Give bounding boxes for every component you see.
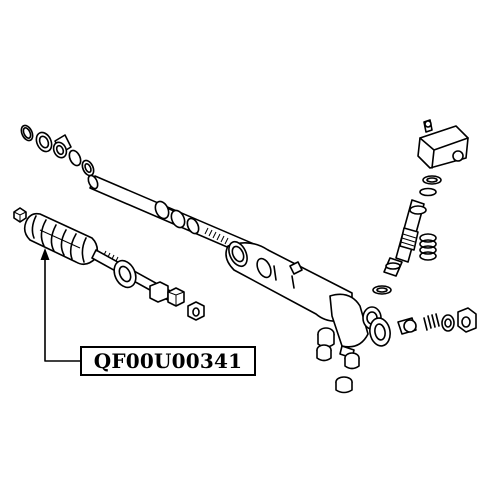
pinion-shaft [395, 199, 427, 263]
pinion-bearing [383, 257, 403, 277]
o-ring-small [68, 149, 82, 167]
part-number-label: QF00U00341 [80, 346, 256, 376]
rack-teeth [204, 227, 229, 245]
lock-nut [457, 307, 477, 333]
rack-end-cap [369, 317, 391, 347]
tie-rod-washer [113, 259, 137, 289]
snap-ring [20, 124, 34, 142]
rack-boot [23, 212, 99, 266]
leader-line [40, 248, 81, 362]
plug-bolt-d [335, 376, 353, 394]
plug-bolt-b [316, 344, 332, 362]
boot-clamp-bolt [13, 207, 27, 223]
oil-seal [35, 131, 53, 153]
seal-ring [81, 159, 95, 177]
adjuster-plug [397, 317, 417, 335]
rack-housing [225, 240, 382, 359]
leader-arrowhead [40, 248, 50, 260]
adjuster-spring [423, 313, 440, 331]
plug-bolt-c [344, 352, 360, 370]
pinion-spring [419, 233, 437, 261]
rack-collar [154, 200, 200, 235]
rack-bushing [52, 134, 72, 159]
pinion-valve-housing [417, 119, 469, 169]
tie-rod-end-nut [149, 281, 185, 307]
pinion-o-ring [372, 285, 392, 295]
tie-rod-lock-nut [187, 301, 205, 321]
plug-bolt-a [317, 327, 335, 348]
lock-washer [441, 314, 455, 332]
pinion-seal [419, 175, 442, 197]
